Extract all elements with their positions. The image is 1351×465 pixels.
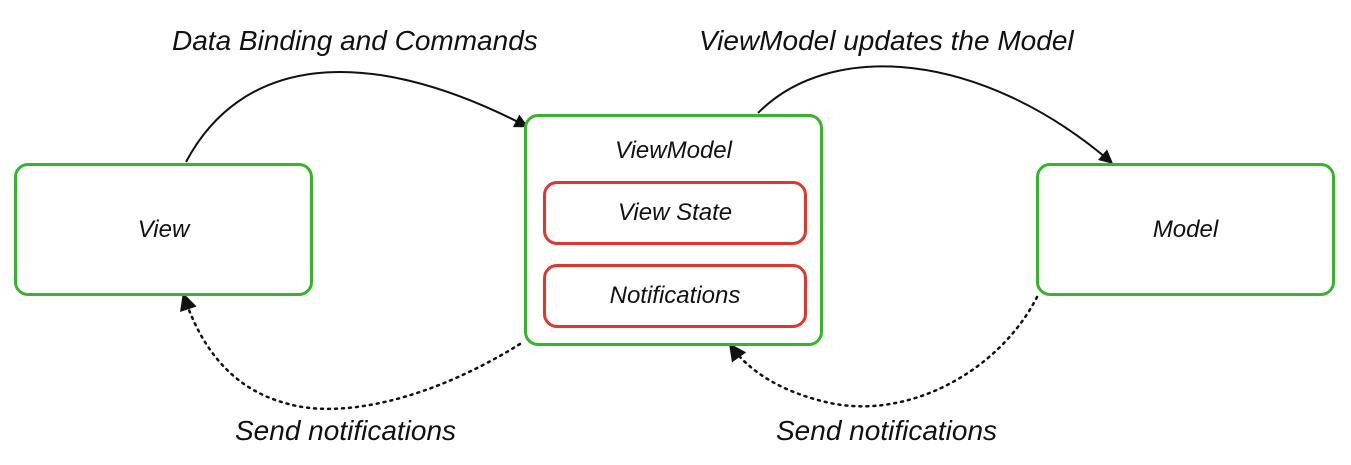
view-label: View [137,215,190,243]
data-binding-label: Data Binding and Commands [172,25,538,56]
model-notification-label: Send notifications [776,415,998,446]
notifications-box: Notifications [543,264,807,328]
view-notification-arrow [180,292,522,411]
data-binding-arrow [185,70,529,163]
model-label: Model [1152,215,1219,243]
notifications-label: Notifications [609,282,741,309]
model-box: Model [1036,163,1335,296]
viewmodel-box: ViewModel View State Notifications [524,114,823,346]
view-state-label: View State [617,199,733,226]
viewmodel-notification-arrow [728,295,1039,408]
model-update-arrow [757,65,1114,164]
view-notification-label: Send notifications [235,415,457,446]
viewmodel-label: ViewModel [615,137,732,164]
view-box: View [14,163,313,296]
view-state-box: View State [543,181,807,245]
model-update-label: ViewModel updates the Model [699,25,1074,56]
